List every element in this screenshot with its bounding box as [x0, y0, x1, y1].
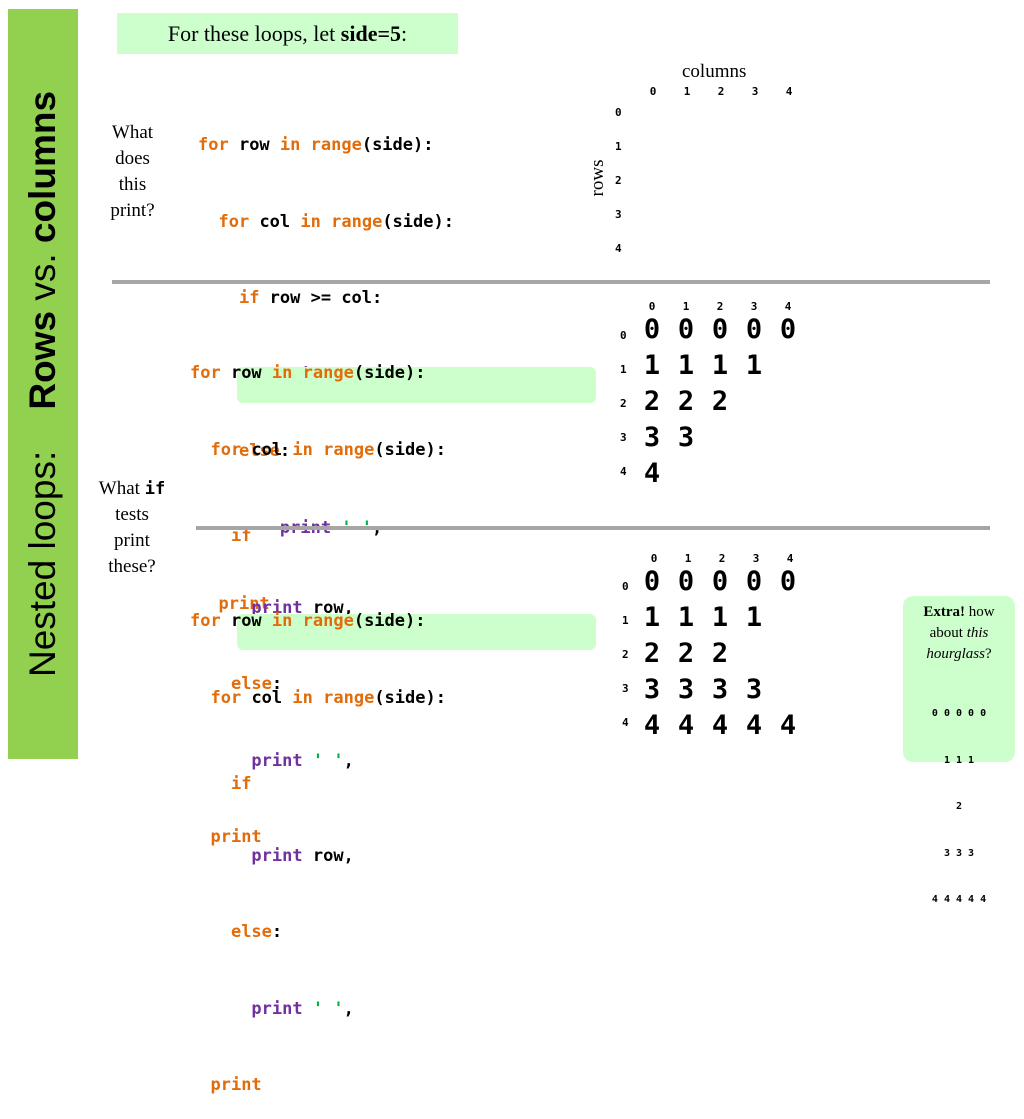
- grid-cell: 1: [643, 602, 661, 633]
- grid-cell: 2: [711, 386, 729, 417]
- grid-cell: 0: [677, 314, 695, 345]
- grid-cell: 1: [711, 602, 729, 633]
- grid-cell: 0: [745, 314, 763, 345]
- grid-cell: 0: [745, 566, 763, 597]
- grid-cell: 1: [745, 602, 763, 633]
- grid-cell: 3: [745, 674, 763, 705]
- columns-label: columns: [682, 61, 747, 82]
- grid-cell: 3: [643, 422, 661, 453]
- grid-cell: 2: [711, 638, 729, 669]
- grid-cell: 2: [643, 638, 661, 669]
- grid-cell: 4: [779, 710, 797, 741]
- grid-cell: 3: [711, 674, 729, 705]
- grid-cell: 3: [677, 422, 695, 453]
- grid-cell: 1: [677, 602, 695, 633]
- extra-hourglass-box: Extra! how about this hourglass? 0 0 0 0…: [903, 596, 1015, 905]
- grid-cell: 2: [677, 638, 695, 669]
- grid-cell: 2: [643, 386, 661, 417]
- grid-cell: 4: [745, 710, 763, 741]
- question-what-does-this-print: What does this print?: [110, 122, 155, 221]
- grid-cell: 0: [711, 566, 729, 597]
- grid-cell: 0: [711, 314, 729, 345]
- hourglass-pattern: 0 0 0 0 0 1 1 1 2 3 3 3 4 4 4 4 4: [931, 708, 987, 905]
- grid-cell: 4: [643, 458, 661, 489]
- grid-cell: 4: [711, 710, 729, 741]
- if-highlight-2[interactable]: [237, 367, 596, 403]
- grid-cell: 3: [643, 674, 661, 705]
- grid-cell: 3: [677, 674, 695, 705]
- sidebar-band: Nested loops: Rows vs. columns: [8, 9, 78, 759]
- grid-cell: 0: [677, 566, 695, 597]
- grid-cell: 1: [745, 350, 763, 381]
- grid-cell: 1: [643, 350, 661, 381]
- code-block-2: for row in range(side): for col in range…: [190, 363, 446, 847]
- grid-cell: 1: [711, 350, 729, 381]
- code-block-3: for row in range(side): for col in range…: [190, 611, 446, 1095]
- rows-label: rows: [587, 159, 608, 197]
- if-highlight-3[interactable]: [237, 614, 596, 650]
- grid-cell: 0: [643, 566, 661, 597]
- grid-cell: 2: [677, 386, 695, 417]
- grid-cell: 4: [677, 710, 695, 741]
- extra-text: Extra! how about this hourglass?: [923, 604, 995, 662]
- grid-cell: 1: [677, 350, 695, 381]
- question-what-if-tests: What if tests print these?: [98, 478, 166, 577]
- grid-cell: 4: [643, 710, 661, 741]
- vertical-title: Nested loops: Rows vs. columns: [22, 90, 63, 678]
- divider-2: [196, 526, 990, 530]
- grid-cell: 0: [779, 314, 797, 345]
- divider-1: [112, 280, 990, 284]
- header-banner: For these loops, let side=5:: [117, 13, 458, 54]
- grid-cell: 0: [779, 566, 797, 597]
- grid-cell: 0: [643, 314, 661, 345]
